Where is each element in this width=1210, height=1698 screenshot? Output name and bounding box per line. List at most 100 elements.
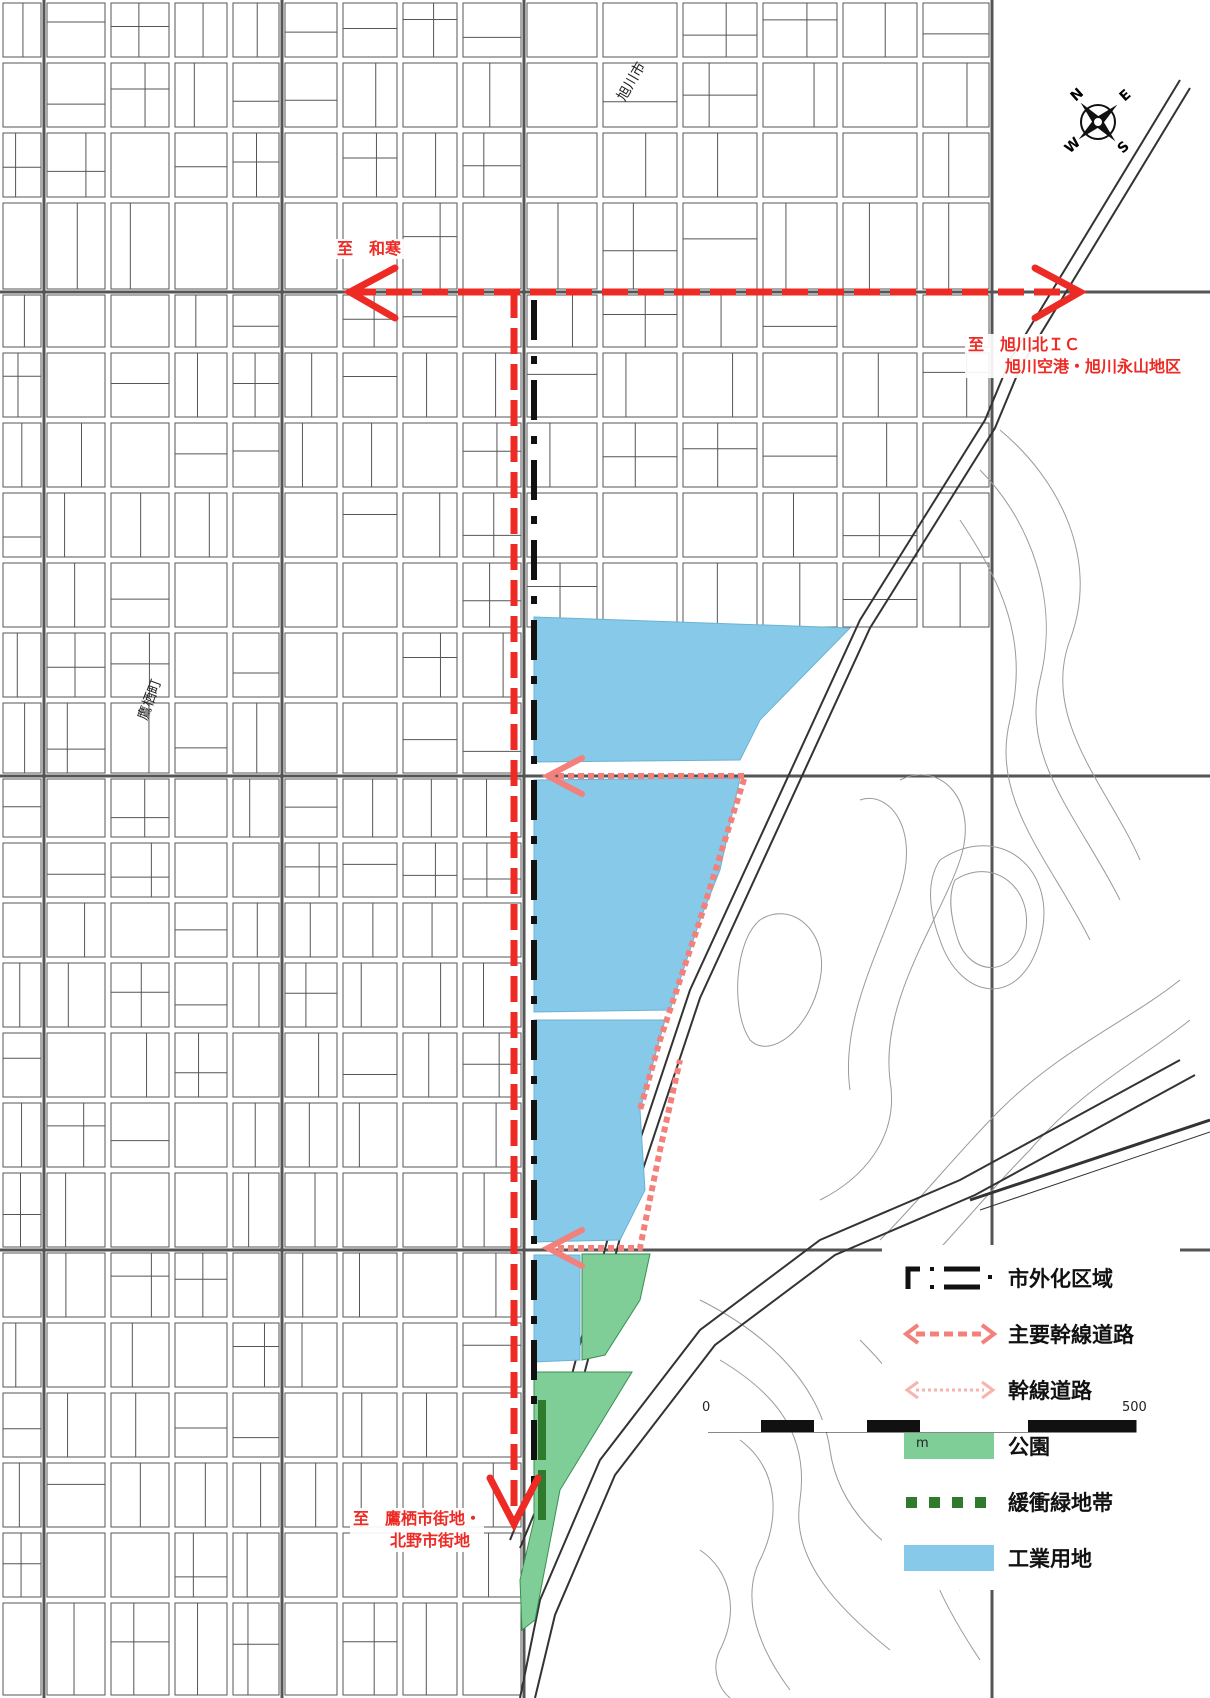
field-parcel	[922, 294, 990, 348]
scale-bar: 0 500 m	[700, 1400, 1147, 1500]
field-parcel	[46, 1392, 106, 1458]
field-parcel	[46, 202, 106, 290]
field-parcel	[526, 202, 598, 290]
field-parcel	[342, 352, 398, 418]
main-road-arrow-icon	[902, 1323, 998, 1345]
field-parcel	[110, 352, 170, 418]
field-parcel	[110, 132, 170, 198]
field-parcel	[462, 492, 522, 558]
trunk-road-arrow-icon	[904, 1380, 996, 1400]
field-parcel	[284, 1172, 338, 1248]
field-parcel	[342, 132, 398, 198]
field-parcel	[342, 962, 398, 1028]
field-parcel	[342, 702, 398, 774]
field-parcel	[232, 1032, 280, 1098]
field-parcel	[2, 132, 42, 198]
legend-label-boundary: 市外化区域	[1008, 1267, 1113, 1291]
field-parcel	[526, 62, 598, 128]
field-parcel	[232, 294, 280, 348]
field-parcel	[602, 352, 678, 418]
field-parcel	[462, 202, 522, 290]
legend-item-trunk-road: 幹線道路	[882, 1369, 1180, 1409]
field-parcel	[232, 1392, 280, 1458]
field-parcel	[762, 2, 838, 58]
field-parcel	[174, 1392, 228, 1458]
field-parcel	[342, 1392, 398, 1458]
trunk-road-south	[548, 1059, 683, 1251]
field-parcel	[284, 492, 338, 558]
field-parcel	[922, 132, 990, 198]
field-parcel	[462, 1392, 522, 1458]
field-parcel	[526, 352, 598, 418]
field-parcel	[110, 962, 170, 1028]
field-parcel	[2, 492, 42, 558]
field-parcel	[402, 1392, 458, 1458]
field-parcel	[342, 62, 398, 128]
field-parcel	[842, 352, 918, 418]
field-parcel	[462, 562, 522, 628]
field-parcel	[46, 902, 106, 958]
field-parcel	[342, 1172, 398, 1248]
park-north[interactable]	[581, 1253, 651, 1361]
field-parcel	[462, 1602, 522, 1696]
field-parcel	[46, 492, 106, 558]
field-parcel	[2, 702, 42, 774]
field-parcel	[342, 422, 398, 488]
field-parcel	[174, 132, 228, 198]
legend-item-boundary: 市外化区域	[882, 1257, 1180, 1297]
field-parcel	[402, 352, 458, 418]
park-swatch-icon	[904, 1433, 994, 1459]
field-parcel	[2, 902, 42, 958]
legend-label-park: 公園	[1008, 1435, 1050, 1459]
field-parcel	[402, 1102, 458, 1168]
field-parcel	[110, 1322, 170, 1388]
field-parcel	[174, 1172, 228, 1248]
field-parcel	[462, 902, 522, 958]
field-parcel	[174, 1252, 228, 1318]
trunk-road-arrow-head	[541, 1227, 585, 1269]
field-parcel	[46, 1172, 106, 1248]
trunk-road-arrow-head	[541, 755, 585, 797]
field-parcel	[174, 492, 228, 558]
field-parcel	[682, 132, 758, 198]
field-parcel	[2, 1172, 42, 1248]
field-parcel	[462, 422, 522, 488]
field-parcel	[174, 422, 228, 488]
field-parcel	[842, 422, 918, 488]
field-parcel	[402, 2, 458, 58]
field-parcel	[2, 1532, 42, 1598]
field-parcel	[2, 778, 42, 838]
map-legend: 市外化区域 主要幹線道路 幹線道路 公園 緩衝緑地帯	[882, 1245, 1180, 1590]
field-parcel	[2, 352, 42, 418]
field-parcel	[462, 632, 522, 698]
industrial-land-southwest[interactable]	[533, 1254, 581, 1363]
field-parcel	[922, 2, 990, 58]
field-parcel	[922, 422, 990, 488]
field-parcel	[762, 62, 838, 128]
field-parcel	[110, 1602, 170, 1696]
field-parcel	[46, 702, 106, 774]
field-parcel	[284, 62, 338, 128]
field-parcel	[46, 1602, 106, 1696]
field-parcel	[526, 492, 598, 558]
legend-item-buffer: 緩衝緑地帯	[882, 1481, 1180, 1521]
field-parcel	[284, 1322, 338, 1388]
scale-unit-label: m	[916, 1436, 929, 1451]
field-parcel	[402, 1602, 458, 1696]
field-parcel	[2, 1322, 42, 1388]
to-wassamu-label: 至 和寒	[334, 239, 405, 259]
field-parcel	[462, 1102, 522, 1168]
park-south[interactable]	[519, 1371, 633, 1631]
field-parcel	[110, 422, 170, 488]
field-parcel	[2, 1602, 42, 1696]
legend-label-buffer: 緩衝緑地帯	[1008, 1491, 1113, 1515]
field-parcel	[682, 422, 758, 488]
field-parcel	[284, 778, 338, 838]
to-takasu-line2: 北野市街地	[390, 1531, 471, 1550]
field-parcel	[174, 1532, 228, 1598]
field-parcel	[682, 352, 758, 418]
field-parcel	[46, 294, 106, 348]
field-parcel	[2, 962, 42, 1028]
field-parcel	[922, 492, 990, 558]
